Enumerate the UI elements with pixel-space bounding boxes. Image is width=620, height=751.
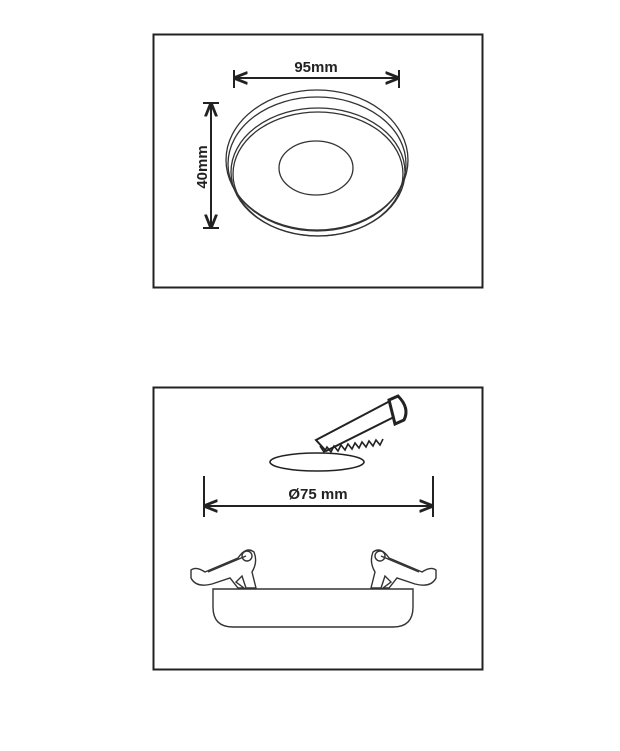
downlight-side-view (190, 549, 437, 628)
cutout-hole (269, 452, 365, 472)
spring-clip-right (370, 549, 437, 589)
height-label: 40mm (194, 145, 211, 188)
dimensions-panel: 95mm 40mm (152, 33, 484, 289)
width-dimension: 95mm (233, 59, 400, 88)
saw-icon (314, 394, 408, 454)
spring-clip-left (190, 549, 257, 589)
cutout-panel: Ø75 mm (152, 386, 484, 671)
height-dimension: 40mm (194, 102, 219, 229)
light-aperture (278, 140, 354, 196)
cutout-label: Ø75 mm (288, 486, 347, 503)
panel-frame (152, 386, 484, 671)
downlight-top-view (225, 89, 409, 237)
cutout-dimension: Ø75 mm (203, 476, 434, 517)
width-label: 95mm (294, 59, 337, 76)
panel-frame (152, 33, 484, 289)
